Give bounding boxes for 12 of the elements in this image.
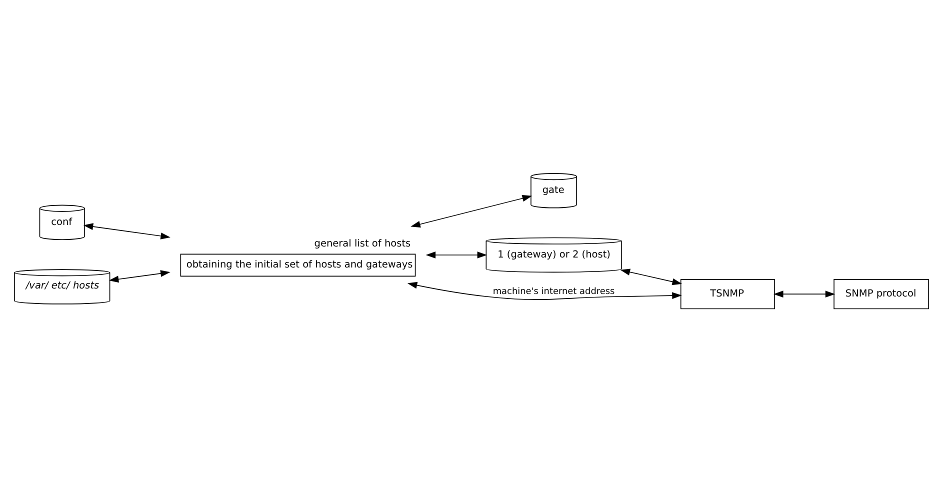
arrow bbox=[410, 194, 532, 228]
arrow bbox=[83, 223, 170, 240]
arrow bbox=[620, 268, 682, 286]
edge-label: machine's internet address bbox=[492, 286, 615, 297]
arrow bbox=[774, 290, 836, 298]
node-box: SNMP protocol bbox=[834, 279, 929, 310]
node-label: general list of hosts bbox=[314, 238, 411, 250]
arrow bbox=[108, 270, 170, 283]
arrow bbox=[426, 252, 488, 258]
node-box: TSNMP bbox=[680, 279, 775, 310]
node-box: obtaining the initial set of hosts and gateways bbox=[180, 254, 416, 277]
arrow bbox=[407, 282, 682, 300]
